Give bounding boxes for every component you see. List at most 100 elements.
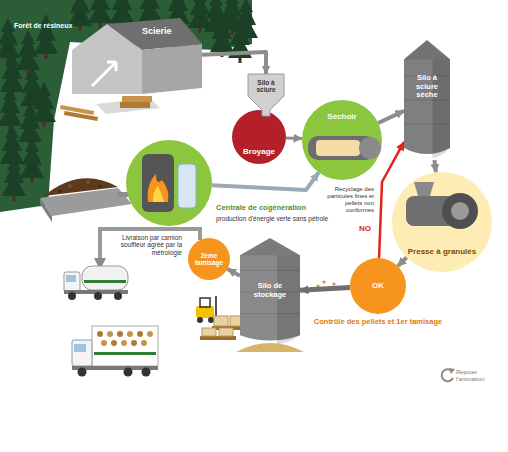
- log-truck: [121, 340, 127, 346]
- pellet-heap: [332, 282, 335, 285]
- wood-chip-pile: [68, 184, 72, 188]
- flow-pipe: [227, 269, 240, 276]
- node-outline-part: [404, 124, 450, 125]
- node-outline-part: [350, 258, 406, 314]
- log-truck: [124, 368, 133, 377]
- wood-planks: [120, 102, 150, 108]
- forklift-and-pallets: [197, 317, 203, 323]
- wood-planks: [60, 96, 160, 121]
- forklift-and-pallets: [200, 336, 236, 340]
- recycling-note: Recyclage des particules fines et pellet…: [318, 186, 374, 214]
- delivery-hopper-pipe: [100, 229, 200, 264]
- node-outline-part: [392, 172, 492, 272]
- node-outline: [350, 258, 406, 314]
- node-title: Contrôle des pellets et 1er tamisage: [308, 318, 448, 327]
- log-truck: [94, 352, 156, 355]
- node-outline: [232, 110, 286, 164]
- sawmill-building: Scierie: [62, 18, 202, 98]
- flow-pipe: [434, 160, 436, 172]
- node-outline: [404, 40, 450, 160]
- node-outline-part: [414, 182, 434, 196]
- log-truck: [101, 340, 107, 346]
- node-outline-part: [142, 154, 174, 212]
- conifer-trees: [0, 86, 22, 131]
- node-outline-part: [148, 174, 169, 202]
- node-outline-part: [107, 18, 202, 50]
- node-outline-part: [451, 202, 469, 220]
- blower-truck: [64, 272, 80, 292]
- log-truck: [141, 340, 147, 346]
- log-truck: [78, 368, 87, 377]
- node-outline-part: [188, 238, 230, 280]
- wood-planks: [64, 111, 98, 121]
- forklift-and-pallets: [219, 328, 233, 336]
- log-truck: [107, 331, 113, 337]
- node-outline-part: [316, 140, 360, 156]
- blower-truck: [82, 266, 128, 290]
- log-truck: [137, 331, 143, 337]
- log-truck: [142, 368, 151, 377]
- conifer-trees: [2, 156, 26, 201]
- control-circle: Contrôle des pellets et 1er tamisage: [350, 258, 406, 314]
- blower-truck: [84, 280, 126, 283]
- edge-label: NO: [358, 224, 372, 233]
- storage-silo: Silo de stockage: [240, 238, 300, 346]
- log-truck: [147, 331, 153, 337]
- node-outline-part: [277, 255, 300, 344]
- node-outline-part: [240, 238, 300, 255]
- log-truck: [97, 331, 103, 337]
- log-truck: [111, 340, 117, 346]
- log-truck: [72, 340, 92, 366]
- node-outline-part: [359, 137, 381, 159]
- node-outline: [126, 140, 212, 226]
- wood-planks: [122, 96, 152, 102]
- node-outline-part: [302, 100, 382, 180]
- node-outline-part: [142, 44, 202, 94]
- sawdust-silo: Silo à sciure: [246, 74, 286, 116]
- wood-chip-pile: [98, 184, 101, 187]
- dryer-circle: Séchoir: [302, 100, 382, 180]
- node-outline-part: [240, 270, 300, 271]
- log-truck: [72, 326, 158, 377]
- node-title: 2ème tamisage: [190, 252, 228, 267]
- delivery-hopper-pipe: [94, 229, 200, 266]
- forklift-and-pallets: [202, 328, 216, 336]
- delivery-hopper-pipe: [94, 258, 106, 266]
- log-truck: [92, 326, 158, 366]
- node-subtitle: production d'énergie verte sans pétrole: [216, 215, 356, 222]
- wood-chip-pile: [58, 189, 61, 192]
- node-title: Silo à sciure sèche: [406, 74, 448, 100]
- log-truck: [74, 344, 86, 352]
- node-title: Scierie: [142, 26, 172, 36]
- forklift-and-pallets: [200, 298, 210, 307]
- wood-chip-pile: [44, 178, 118, 196]
- forklift-and-pallets: [214, 316, 228, 326]
- conifer-trees: [34, 14, 58, 59]
- node-outline-part: [178, 164, 196, 208]
- flow-pipe: [202, 52, 266, 74]
- conifer-trees: [32, 82, 56, 127]
- blower-truck: [64, 266, 128, 300]
- replay-link: Rejouer l'animation: [456, 369, 500, 383]
- sieving-circle: 2ème tamisage: [188, 238, 230, 280]
- flow-pipe: [398, 257, 407, 266]
- node-title: Centrale de cogénération: [216, 204, 336, 213]
- node-outline-part: [232, 110, 286, 164]
- wood-chip-pile: [86, 180, 90, 184]
- node-outline-part: [92, 62, 116, 86]
- node-title: Séchoir: [327, 112, 356, 121]
- blower-truck: [114, 292, 122, 300]
- pellet-press-circle: Presse à granulés: [392, 172, 492, 272]
- replay-icon: [442, 368, 455, 381]
- wood-chip-pile: [40, 178, 132, 222]
- log-truck: [131, 340, 137, 346]
- node-outline-part: [404, 40, 450, 59]
- wood-chip-pile: [40, 198, 52, 222]
- conifer-trees: [68, 0, 92, 31]
- node-title: Silo de stockage: [243, 282, 297, 299]
- replay-icon: [449, 368, 455, 374]
- node-title: Presse à granulés: [408, 247, 476, 256]
- node-outline-part: [240, 313, 300, 314]
